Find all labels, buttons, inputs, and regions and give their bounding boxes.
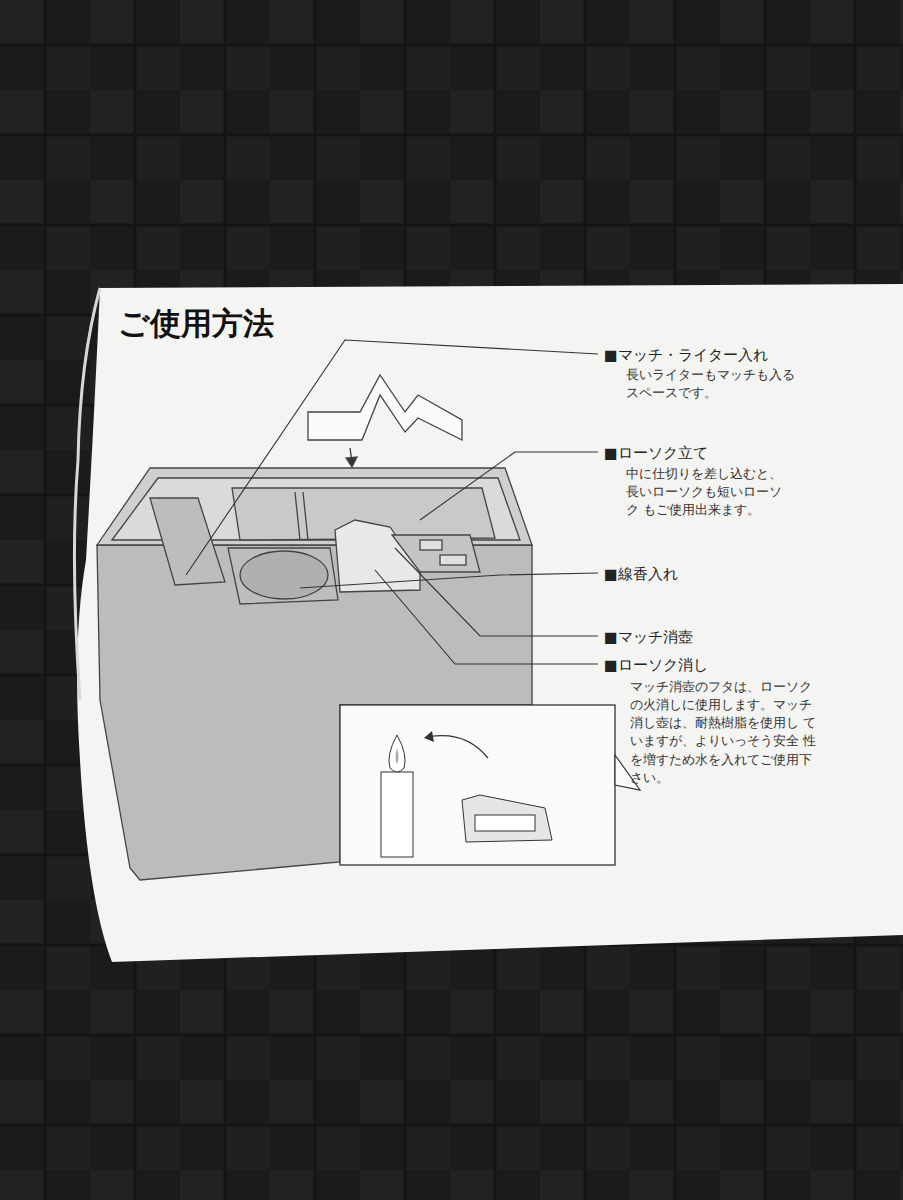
- part-name: ■線香入れ: [604, 564, 678, 585]
- paper-curl: [74, 288, 100, 700]
- title-heading: ご使用方法: [118, 305, 274, 342]
- part-name: ■マッチ消壺: [604, 627, 693, 648]
- snuffer-inset: [340, 705, 640, 865]
- partition-piece: [308, 375, 462, 467]
- part-name: ■ローソク消し: [604, 655, 708, 676]
- part-note: マッチ消壺のフタは、ローソク の火消しに使用します。マッチ 消し壺は、耐熱樹脂を…: [630, 678, 818, 787]
- part-name: ■ローソク立て: [604, 443, 708, 464]
- part-name: ■マッチ・ライター入れ: [604, 345, 768, 366]
- paper-sheet: [77, 284, 903, 962]
- part-note: 中に仕切りを差し込むと、 長いローソクも短いローソク もご使用出来ます。: [626, 465, 791, 519]
- part-note: 長いライターもマッチも入る スペースです。: [626, 366, 796, 402]
- leader-lines: [186, 340, 598, 664]
